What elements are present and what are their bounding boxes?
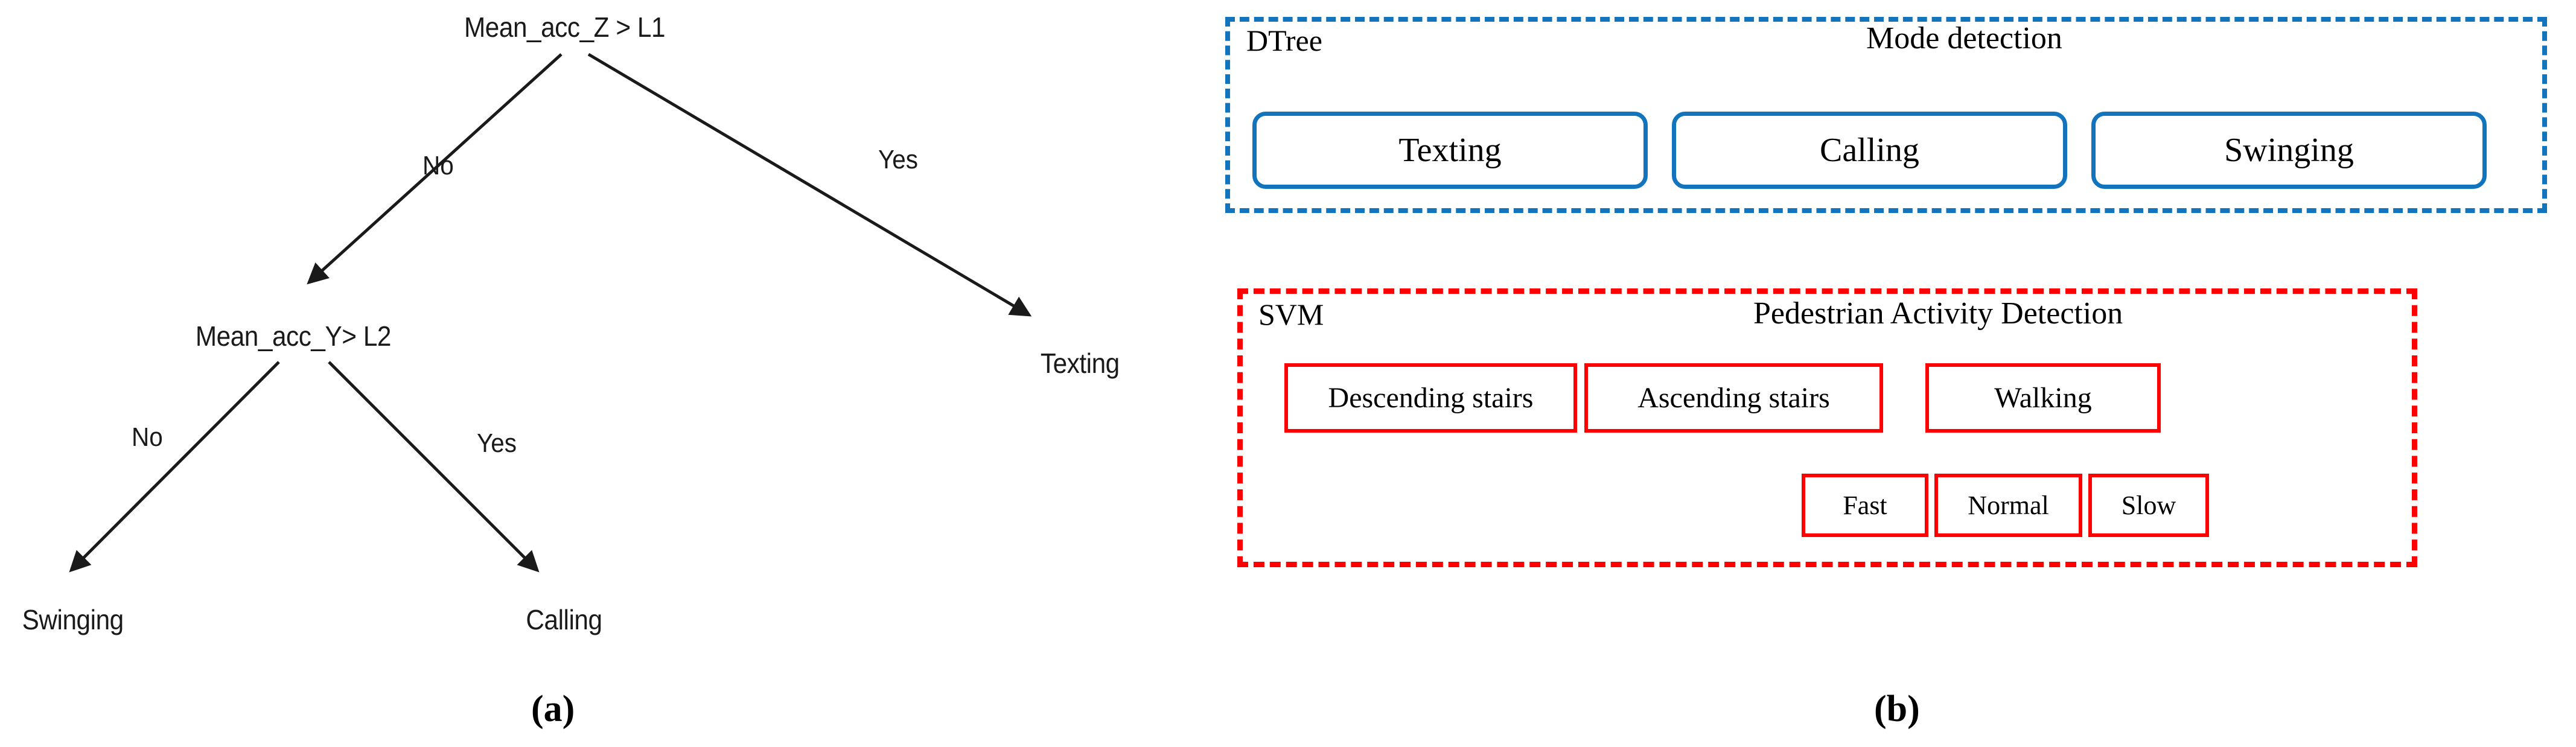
edge-label-inner-no: No — [132, 422, 163, 452]
edge-root-to-inner — [307, 53, 563, 285]
edge-inner-to-calling — [328, 361, 540, 573]
edge-inner-to-swinging — [69, 361, 280, 573]
edge-label-inner-yes: Yes — [477, 428, 517, 458]
svm-region-tag: SVM — [1258, 297, 1324, 331]
decision-tree-edges — [69, 52, 1032, 573]
svm-region-title: Pedestrian Activity Detection — [1753, 296, 2123, 331]
tree-leaf-swinging: Swinging — [22, 604, 124, 635]
tree-node-root: Mean_acc_Z > L1 — [464, 11, 666, 43]
activity-box-slow[interactable]: Slow — [2088, 474, 2209, 537]
activity-box-walking[interactable]: Walking — [1925, 363, 2161, 433]
mode-box-texting[interactable]: Texting — [1252, 112, 1648, 189]
panel-b-block-diagram: DTree Mode detection Texting Calling Swi… — [1147, 0, 2576, 747]
edge-label-root-no: No — [422, 151, 454, 180]
dtree-region-border — [1225, 17, 2547, 213]
activity-box-descending-stairs[interactable]: Descending stairs — [1284, 363, 1577, 433]
dtree-region-tag: DTree — [1246, 24, 1322, 57]
caption-panel-a: (a) — [531, 688, 575, 730]
tree-leaf-texting: Texting — [1040, 348, 1120, 379]
svm-region-border — [1237, 288, 2417, 567]
panel-a-decision-tree: Mean_acc_Z > L1 Mean_acc_Y> L2 Texting S… — [0, 0, 1147, 747]
tree-node-inner: Mean_acc_Y> L2 — [195, 320, 392, 352]
tree-leaf-calling: Calling — [526, 604, 602, 635]
activity-box-normal[interactable]: Normal — [1934, 474, 2082, 537]
edge-label-root-yes: Yes — [878, 145, 919, 174]
activity-box-fast[interactable]: Fast — [1802, 474, 1928, 537]
mode-box-calling[interactable]: Calling — [1672, 112, 2067, 189]
mode-box-swinging[interactable]: Swinging — [2091, 112, 2487, 189]
dtree-region-title: Mode detection — [1866, 21, 2062, 56]
edge-root-to-texting — [587, 52, 1032, 317]
activity-box-ascending-stairs[interactable]: Ascending stairs — [1584, 363, 1883, 433]
caption-panel-b: (b) — [1874, 688, 1920, 730]
